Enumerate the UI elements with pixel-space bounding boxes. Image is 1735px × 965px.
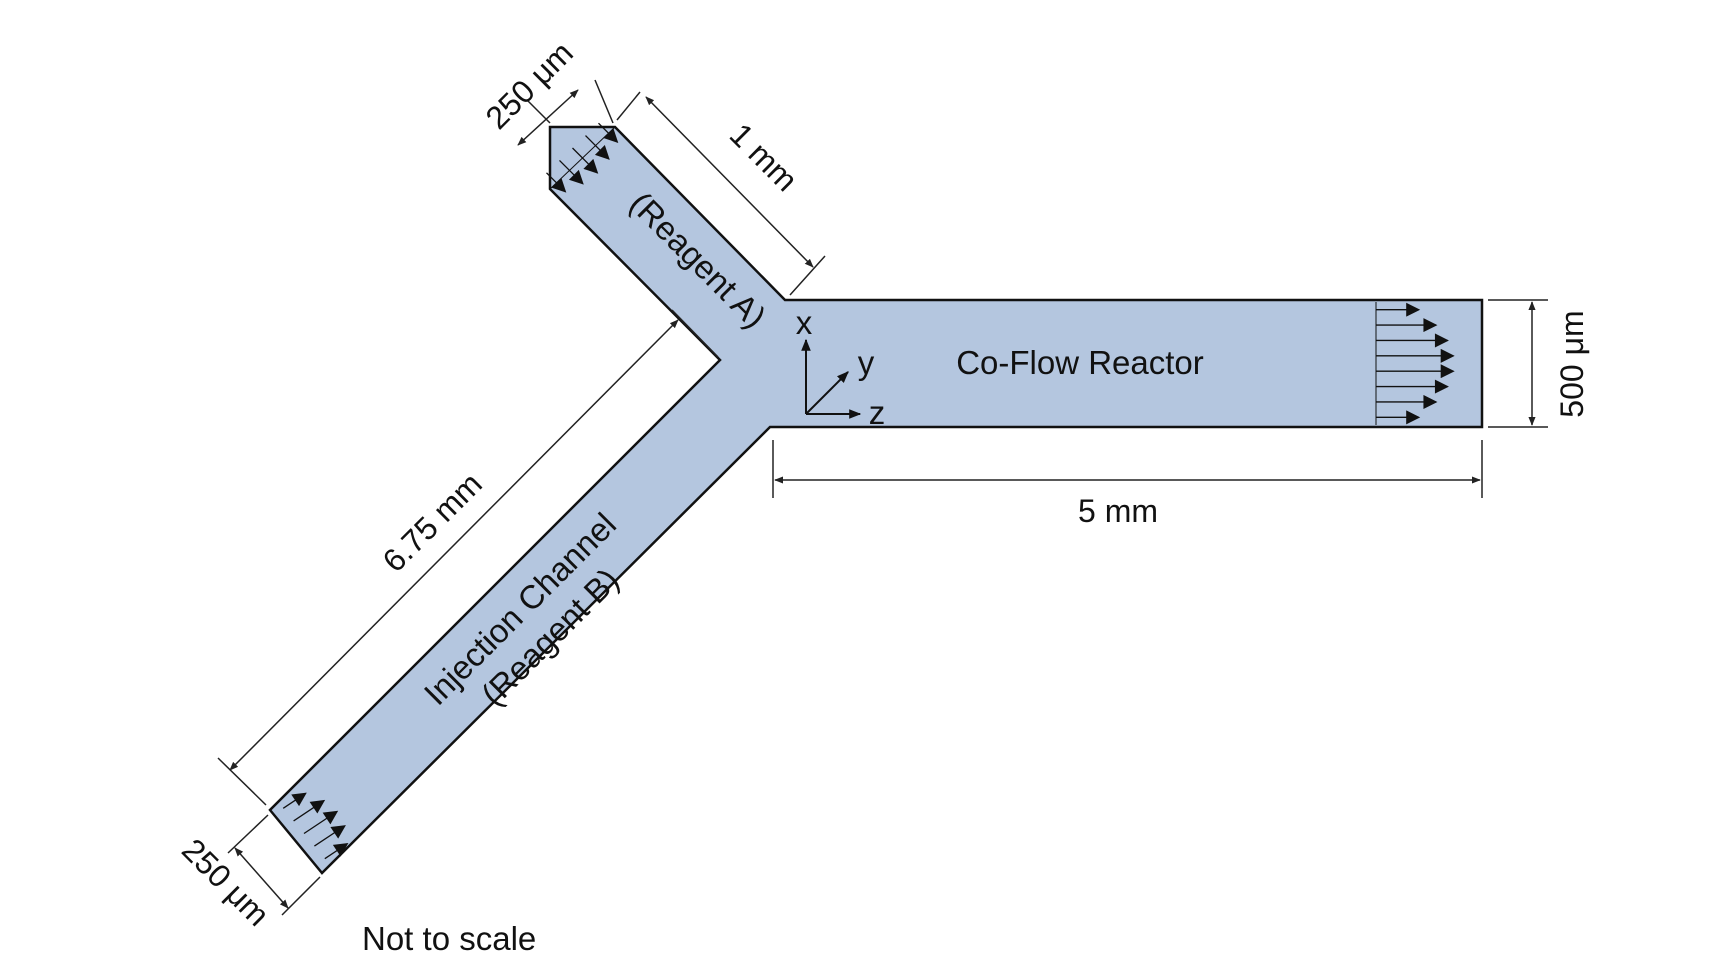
dimension-width-a-label: 250 μm — [479, 35, 580, 136]
not-to-scale-note: Not to scale — [362, 920, 536, 957]
flow-a-arrow — [585, 135, 610, 160]
flow-b-arrow — [303, 810, 339, 835]
axis-z-label: z — [869, 394, 886, 431]
flow-profile-reagent-a — [546, 122, 619, 193]
dimension-length-b: 6.75 mm — [217, 309, 719, 806]
dimension-reactor-width: 500 μm — [1488, 299, 1590, 428]
flow-a-arrow — [546, 172, 567, 193]
flow-profile-reagent-b — [269, 792, 349, 874]
coordinate-axes: x y z — [796, 304, 886, 431]
flow-b-arrow — [314, 825, 346, 847]
flow-a-arrow — [598, 122, 619, 143]
dimension-width-b-label: 250 μm — [175, 832, 276, 933]
dimension-reactor-length: 5 mm — [772, 440, 1483, 529]
flow-b-baseline — [269, 809, 323, 874]
flow-a-arrow — [559, 159, 584, 185]
flow-b-arrow — [293, 799, 326, 822]
dimension-length-b-label: 6.75 mm — [375, 465, 488, 578]
reactor-label: Co-Flow Reactor — [956, 344, 1204, 381]
flow-b-arrow — [324, 842, 349, 860]
dimension-reactor-width-label: 500 μm — [1554, 310, 1590, 417]
flow-profile-outlet — [1375, 302, 1455, 425]
flow-b-arrow — [282, 792, 307, 809]
axis-y-label: y — [858, 344, 875, 381]
axis-x-label: x — [796, 304, 813, 341]
dimension-length-a-label: 1 mm — [723, 116, 805, 198]
flow-a-arrow — [572, 147, 599, 174]
dimension-reactor-length-label: 5 mm — [1078, 493, 1158, 529]
